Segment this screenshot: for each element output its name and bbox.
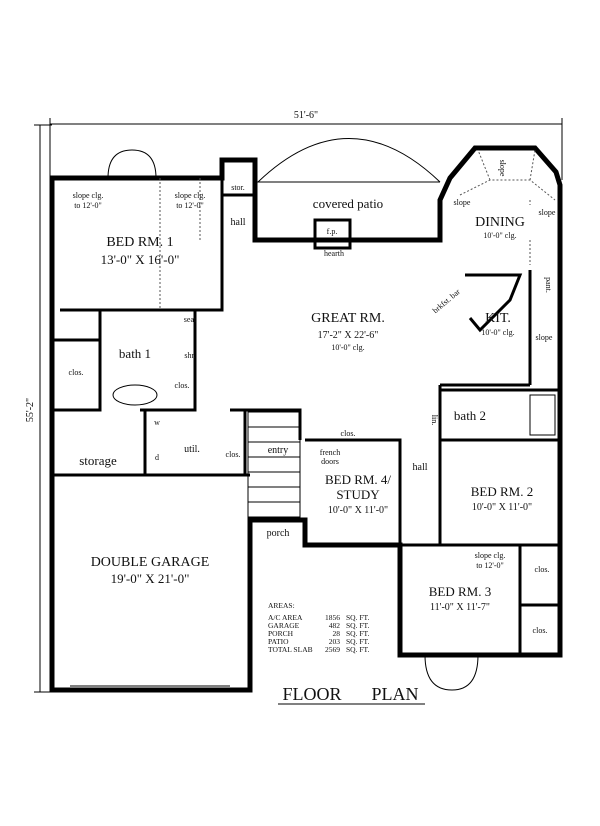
bath1-label: bath 1 [119, 346, 151, 361]
french-doors-label: french [320, 448, 340, 457]
dryer-label: d [155, 453, 159, 462]
title-word: FLOOR [282, 684, 341, 704]
dining-bay-lines [159, 149, 556, 310]
area-value: 203 [329, 637, 341, 646]
slope-label: to 12'-0" [176, 201, 204, 210]
area-label: PATIO [268, 637, 289, 646]
closet-label: clos. [341, 429, 356, 438]
bed2-size: 10'-0" X 11'-0" [472, 502, 532, 513]
slope-label: slope [498, 160, 507, 177]
great-room-size: 17'-2" X 22'-6" [318, 330, 379, 341]
slope-label: slope clg. [73, 191, 104, 200]
stor-label: stor. [231, 183, 245, 192]
interior-walls [52, 178, 560, 655]
study-name: STUDY [336, 487, 380, 502]
area-unit: SQ. FT. [346, 637, 370, 646]
bath2-label: bath 2 [454, 408, 486, 423]
breakfast-bar-label: brkfst. bar [431, 287, 462, 315]
slope-label: to 12'-0" [74, 201, 102, 210]
slope-label: slope clg. [175, 191, 206, 200]
linen-label: lin. [430, 415, 439, 425]
area-label: TOTAL SLAB [268, 645, 313, 654]
area-label: GARAGE [268, 621, 300, 630]
title-word: PLAN [371, 684, 418, 704]
washer-label: w [154, 418, 160, 427]
areas-heading: AREAS: [268, 601, 295, 610]
width-label: 51'-6" [294, 110, 318, 121]
garage-size: 19'-0" X 21'-0" [111, 571, 190, 586]
dining-name: DINING [475, 215, 525, 230]
slope-label: slope clg. [475, 551, 506, 560]
area-row: GARAGE 482 SQ. FT. [268, 621, 370, 630]
slope-label: to 12'-0" [476, 561, 504, 570]
slope-label: slope [454, 198, 471, 207]
exterior-walls [49, 145, 563, 693]
areas-table: AREAS: A/C AREA 1856 SQ. FT. GARAGE 482 … [268, 601, 370, 654]
pantry-label: pant. [544, 277, 553, 293]
bathtub [112, 384, 158, 406]
french-doors-label: doors [321, 457, 339, 466]
patio-label: covered patio [313, 196, 383, 211]
depth-label: 55'-2" [25, 398, 36, 422]
closet-label: clos. [175, 381, 190, 390]
area-label: PORCH [268, 629, 294, 638]
study-size: 10'-0" X 11'-0" [328, 505, 388, 516]
fireplace [313, 218, 352, 250]
area-value: 482 [329, 621, 341, 630]
area-row: A/C AREA 1856 SQ. FT. [268, 613, 370, 622]
slope-label: slope [536, 333, 553, 342]
patio-arc [257, 138, 441, 183]
study-name: BED RM. 4/ [325, 472, 391, 487]
area-row: TOTAL SLAB 2569 SQ. FT. [268, 645, 370, 654]
area-value: 2569 [325, 645, 340, 654]
area-unit: SQ. FT. [346, 645, 370, 654]
area-value: 1856 [325, 613, 340, 622]
entry-stairs [247, 411, 301, 518]
area-unit: SQ. FT. [346, 629, 370, 638]
porch-label: porch [267, 528, 290, 539]
area-row: PORCH 28 SQ. FT. [268, 629, 370, 638]
width-dimension: 51'-6" [49, 110, 563, 180]
area-unit: SQ. FT. [346, 613, 370, 622]
depth-dimension: 55'-2" [25, 124, 52, 693]
bed3-name: BED RM. 3 [429, 584, 491, 599]
plan-title: FLOOR PLAN [278, 684, 425, 705]
area-row: PATIO 203 SQ. FT. [268, 637, 370, 646]
slope-label: slope [539, 208, 556, 217]
bed1-name: BED RM. 1 [106, 235, 173, 250]
garage-name: DOUBLE GARAGE [91, 555, 210, 570]
entry-label: entry [268, 445, 289, 456]
bed3-size: 11'-0" X 11'-7" [430, 602, 490, 613]
seat-label: seat [184, 315, 197, 324]
dining-ceiling: 10'-0" clg. [483, 231, 516, 240]
bed3-bay [424, 654, 479, 691]
fp-label: f.p. [327, 227, 338, 236]
bed2-name: BED RM. 2 [471, 484, 533, 499]
area-label: A/C AREA [268, 613, 303, 622]
kitchen-ceiling: 10'-0" clg. [481, 328, 514, 337]
hall-label: hall [413, 462, 428, 473]
bathtub-2 [529, 394, 556, 436]
storage-label: storage [79, 453, 117, 468]
hall-label: hall [231, 217, 246, 228]
area-unit: SQ. FT. [346, 621, 370, 630]
great-room-ceiling: 10'-0" clg. [331, 343, 364, 352]
utility-label: util. [184, 444, 200, 455]
bed1-size: 13'-0" X 16'-0" [101, 252, 180, 267]
hearth-label: hearth [324, 249, 344, 258]
shower-label: shr. [184, 351, 195, 360]
closet-label: clos. [535, 565, 550, 574]
bed1-bay [107, 149, 157, 179]
great-room-name: GREAT RM. [311, 311, 385, 326]
area-value: 28 [333, 629, 341, 638]
closet-label: clos. [533, 626, 548, 635]
closet-label: clos. [226, 450, 241, 459]
closet-label: clos. [69, 368, 84, 377]
kitchen-name: KIT. [485, 311, 511, 326]
